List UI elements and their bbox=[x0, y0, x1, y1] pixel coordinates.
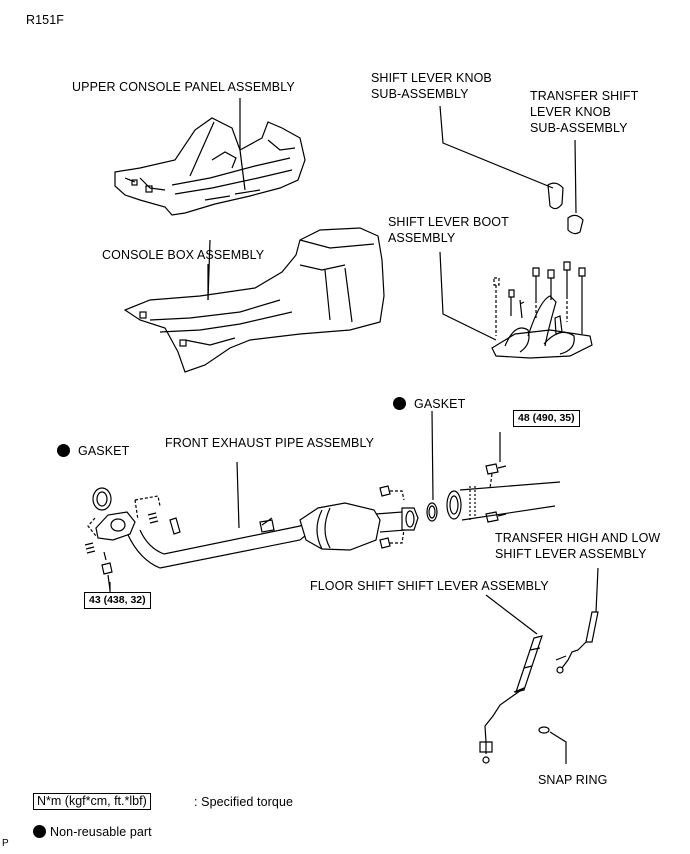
nonreusable-dot-right bbox=[393, 397, 406, 410]
nonreusable-dot-left bbox=[57, 444, 70, 457]
flange-nuts-drawing bbox=[379, 485, 405, 549]
transfer-shift-lever-label: TRANSFER HIGH AND LOW SHIFT LEVER ASSEMB… bbox=[495, 531, 661, 561]
torque-spec-right: 48 (490, 35) bbox=[513, 410, 580, 427]
floor-shift-lever-label: FLOOR SHIFT SHIFT LEVER ASSEMBLY bbox=[310, 579, 549, 593]
upper-console-panel-label: UPPER CONSOLE PANEL ASSEMBLY bbox=[72, 80, 295, 94]
torque-spec-left: 43 (438, 32) bbox=[84, 592, 151, 609]
floor-shift-lever-drawing bbox=[479, 594, 543, 764]
shift-lever-boot-label: SHIFT LEVER BOOT ASSEMBLY bbox=[388, 215, 509, 245]
snap-ring-drawing bbox=[538, 726, 567, 764]
gasket-left-label: GASKET bbox=[78, 444, 130, 458]
exhaust-right-parts bbox=[426, 410, 561, 523]
gasket-right-label: GASKET bbox=[414, 397, 466, 411]
transfer-shift-knob-label: TRANSFER SHIFT LEVER KNOB SUB-ASSEMBLY bbox=[530, 89, 639, 135]
knob-drawings bbox=[439, 105, 584, 235]
front-exhaust-pipe-label: FRONT EXHAUST PIPE ASSEMBLY bbox=[165, 436, 375, 450]
shift-boot-drawing bbox=[439, 251, 593, 359]
diagram-code: R151F bbox=[26, 13, 65, 27]
legend-torque-text: : Specified torque bbox=[194, 795, 294, 809]
footer-mark: P bbox=[2, 838, 9, 849]
transfer-shift-lever-drawing bbox=[555, 567, 599, 674]
legend-torque-unit-box: N*m (kgf*cm, ft.*lbf) bbox=[33, 793, 151, 810]
snap-ring-label: SNAP RING bbox=[538, 773, 608, 787]
legend-nonreusable-dot bbox=[33, 825, 46, 838]
exhaust-left-parts bbox=[84, 487, 181, 591]
console-box-label: CONSOLE BOX ASSEMBLY bbox=[102, 248, 265, 262]
console-box-drawing bbox=[123, 227, 385, 373]
shift-lever-knob-label: SHIFT LEVER KNOB SUB-ASSEMBLY bbox=[371, 71, 492, 101]
legend-nonreusable-text: Non-reusable part bbox=[50, 825, 152, 839]
upper-console-panel-drawing bbox=[114, 98, 306, 216]
front-exhaust-pipe-drawing bbox=[127, 461, 419, 569]
